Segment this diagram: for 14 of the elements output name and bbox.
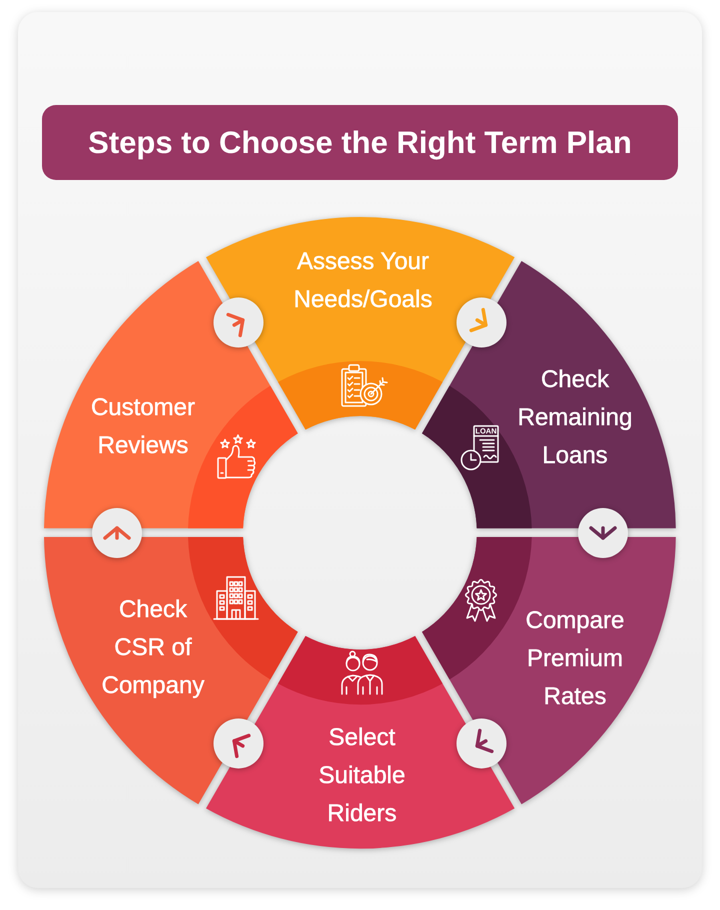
step-label: Compare Premium Rates xyxy=(524,606,626,712)
step-label: Assess Your Needs/Goals xyxy=(292,246,434,315)
step-label: Select Suitable Riders xyxy=(318,722,406,829)
step-label: Customer Reviews xyxy=(90,392,196,461)
title-banner: Steps to Choose the Right Term Plan xyxy=(42,105,678,180)
chevron-arrow xyxy=(589,526,617,540)
ring-segment xyxy=(44,537,298,804)
chevron-arrow xyxy=(475,728,494,754)
chevron-arrow xyxy=(232,734,251,758)
chevron-arrow xyxy=(469,308,488,332)
chevron-arrow xyxy=(103,526,131,540)
chevron-arrow xyxy=(226,312,245,338)
step-label: Check Remaining Loans xyxy=(516,364,634,471)
step-label: Check CSR of Company xyxy=(100,594,206,701)
